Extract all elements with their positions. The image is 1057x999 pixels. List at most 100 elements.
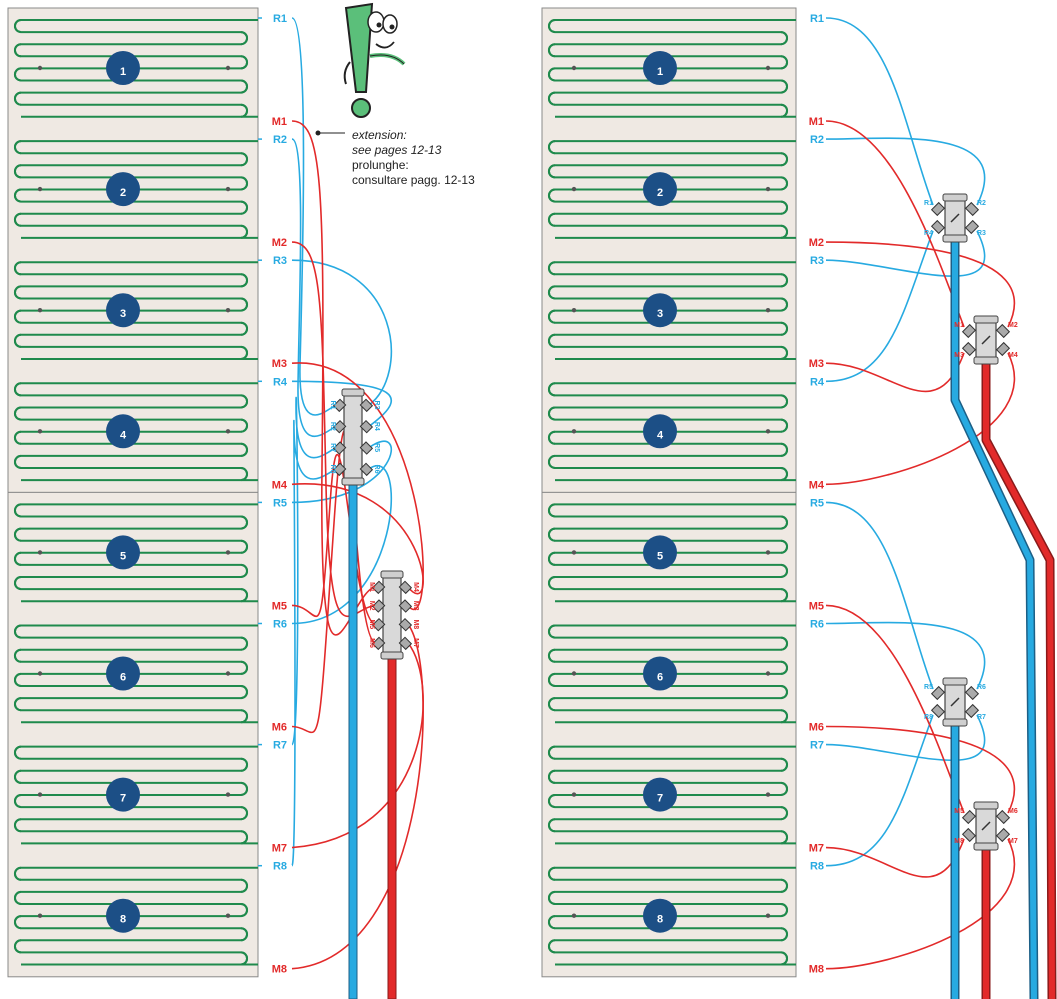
port-label: M5 xyxy=(368,619,375,629)
coil-bend xyxy=(780,442,789,457)
coil-bend xyxy=(13,261,22,276)
coil-bend xyxy=(240,152,249,167)
return-pipe xyxy=(291,380,393,427)
return-pipe xyxy=(825,17,934,206)
coil-bend xyxy=(13,188,22,203)
coil-bend xyxy=(547,261,556,276)
coil-bend xyxy=(547,939,556,954)
return-label: R8 xyxy=(273,861,287,873)
port-label: R8 xyxy=(329,465,336,474)
coil-bend xyxy=(780,31,789,46)
port-fitting xyxy=(995,809,1011,825)
port-label: R7 xyxy=(977,714,986,721)
coil-bend xyxy=(547,551,556,566)
port-fitting xyxy=(332,398,347,413)
screw-icon xyxy=(571,671,577,676)
coil-bend xyxy=(240,878,249,893)
coil-bend xyxy=(780,903,789,918)
coil-bend xyxy=(13,769,22,784)
coil-bend xyxy=(547,406,556,421)
coil-bend xyxy=(13,19,22,34)
port-fitting xyxy=(995,827,1011,843)
coil-bend xyxy=(780,273,789,288)
panel-top xyxy=(541,7,797,493)
coil-bend xyxy=(240,685,249,700)
coil-bend xyxy=(13,333,22,348)
coil-bend xyxy=(547,43,556,58)
screw-icon xyxy=(225,65,231,71)
coil-bend xyxy=(13,915,22,930)
port-fitting xyxy=(961,323,977,339)
coil-bend xyxy=(547,454,556,469)
zone-badge xyxy=(643,777,677,812)
coil-bend xyxy=(780,418,789,433)
coil-bend xyxy=(547,697,556,712)
coil-bend xyxy=(240,79,249,94)
zone-badge xyxy=(106,656,140,691)
port-label: M8 xyxy=(954,838,964,845)
coil-bend xyxy=(240,781,249,796)
coil-bend xyxy=(240,418,249,433)
panel-bottom xyxy=(541,491,797,978)
return-label: R6 xyxy=(273,619,287,631)
zone-number: 7 xyxy=(120,793,126,805)
panel-bottom xyxy=(7,491,259,978)
flow-label: M8 xyxy=(809,964,824,976)
screw-icon xyxy=(225,792,231,797)
zone-badge xyxy=(643,51,677,85)
mascot-exclamation-icon xyxy=(343,2,406,118)
port-fitting xyxy=(371,636,386,651)
manifold-cap xyxy=(380,570,404,579)
port-fitting xyxy=(371,599,386,613)
coil-bend xyxy=(547,67,556,82)
port-fitting xyxy=(964,685,980,701)
manifold-cap xyxy=(341,477,365,486)
return-main-pipe xyxy=(952,242,1037,999)
coil-bend xyxy=(240,467,249,482)
coil-bend xyxy=(780,176,789,191)
coil-bend xyxy=(13,309,22,324)
coil-bend xyxy=(547,140,556,155)
coil-bend xyxy=(547,188,556,203)
screw-icon xyxy=(571,186,577,192)
port-label: R7 xyxy=(329,443,336,452)
coil-bend xyxy=(547,91,556,106)
extension-note: extension: see pages 12-13 prolunghe: co… xyxy=(352,128,512,188)
coil-bend xyxy=(780,781,789,796)
flow-label: M5 xyxy=(809,600,824,612)
port-fitting xyxy=(359,462,374,477)
coil-bend xyxy=(240,200,249,215)
port-fitting xyxy=(398,617,413,632)
port-label: M6 xyxy=(368,638,375,648)
coil-bend xyxy=(240,297,249,312)
flow-pipe xyxy=(291,642,424,849)
coil-bend xyxy=(780,345,789,360)
port-fitting xyxy=(371,617,386,632)
screw-icon xyxy=(37,792,43,797)
manifold-body xyxy=(382,574,402,656)
port-fitting xyxy=(964,219,980,235)
port-fitting xyxy=(964,703,980,719)
coil-bend xyxy=(780,539,789,554)
diagram-right: 12345678R1M1R2M2R3M3R4M4R5M5R6M6R7M7R8M8… xyxy=(541,7,1057,999)
coil-bend xyxy=(240,442,249,457)
coil-bend xyxy=(13,67,22,82)
screw-icon xyxy=(37,913,43,918)
return-pipe xyxy=(825,230,934,383)
port-label: M4 xyxy=(1008,352,1018,359)
zone-badge xyxy=(106,898,140,933)
zone-badge xyxy=(643,293,677,328)
return-label: R3 xyxy=(273,255,287,267)
flow-pipe xyxy=(291,120,377,636)
coil-bend xyxy=(780,515,789,530)
coil-bend xyxy=(780,103,789,118)
coil-bend xyxy=(13,527,22,542)
coil-bend xyxy=(547,648,556,663)
coil-bend xyxy=(547,382,556,397)
port-fitting xyxy=(961,827,977,843)
port-label: R5 xyxy=(373,443,380,452)
coil-bend xyxy=(13,91,22,106)
return-label: R1 xyxy=(273,13,287,25)
port-fitting xyxy=(930,703,946,719)
